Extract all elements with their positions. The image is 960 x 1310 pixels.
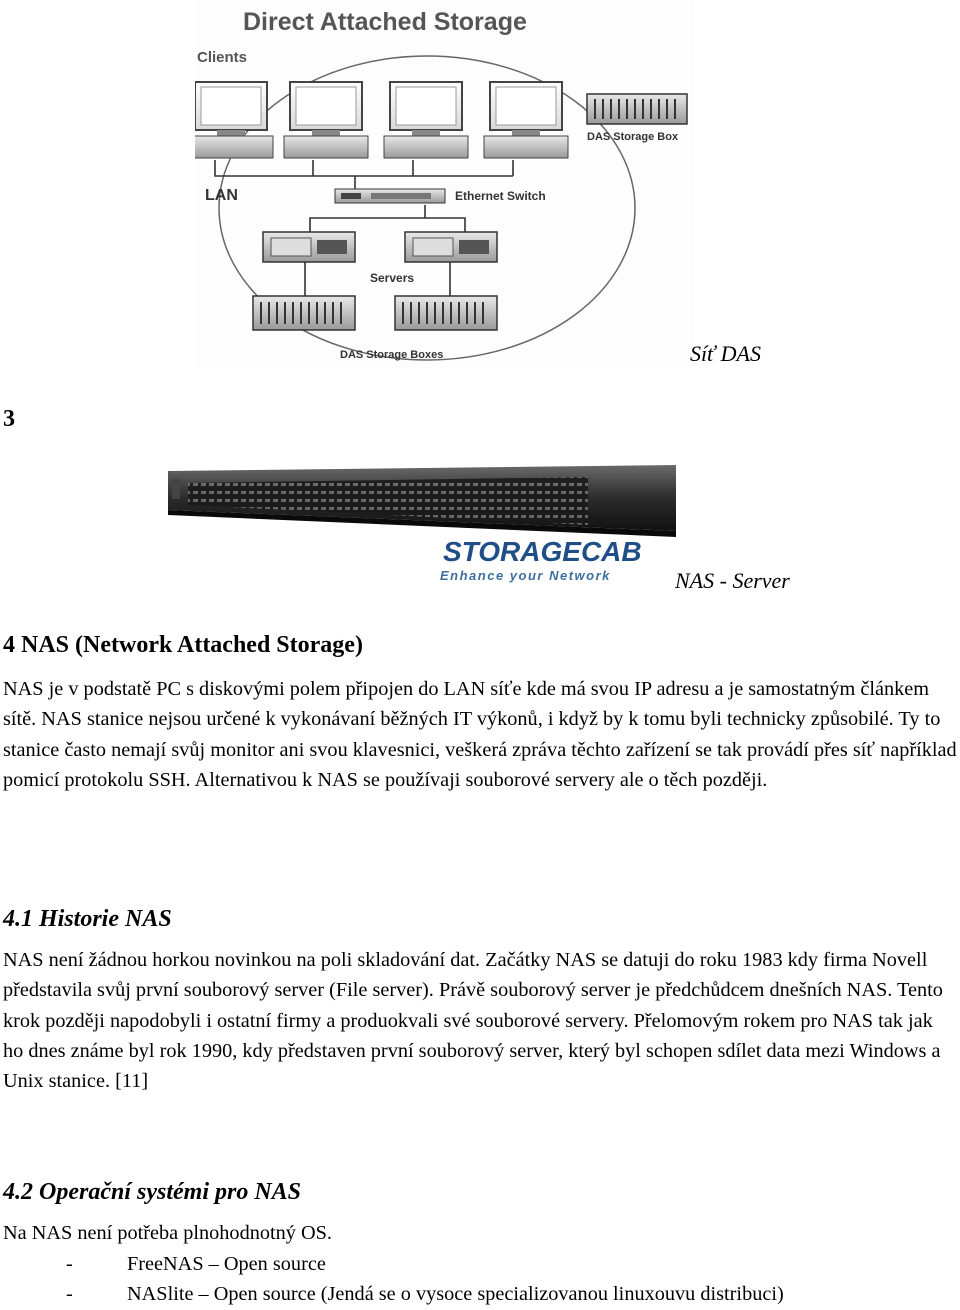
server-unit [262, 231, 356, 263]
history-paragraph: NAS není žádnou horkou novinkou na poli … [3, 949, 943, 1093]
subsection-heading: 4.1 Historie NAS [3, 906, 172, 932]
ethernet-switch-label: Ethernet Switch [455, 189, 546, 203]
client-computer [483, 81, 569, 159]
storagecab-logo: STORAGECAB [443, 536, 642, 567]
das-diagram-figure: Direct Attached Storage Clients [188, 0, 695, 368]
list-dash: - [66, 1253, 73, 1275]
ethernet-switch [334, 188, 446, 204]
list-dash: - [66, 1283, 73, 1306]
das-storage-box [586, 93, 688, 125]
storagecab-tagline: Enhance your Network [440, 568, 611, 583]
client-computer [188, 81, 274, 159]
client-computer [283, 81, 369, 159]
das-storage-box [252, 295, 356, 331]
lan-label: LAN [205, 187, 238, 204]
das-storage-boxes-label: DAS Storage Boxes [340, 349, 443, 361]
page-number: 3 [3, 406, 15, 432]
os-list: - FreeNAS – Open source - NASlite – Open… [0, 1249, 784, 1310]
list-item-text: NASlite – Open source (Jendá se o vysoce… [127, 1283, 784, 1306]
server-unit [404, 231, 498, 263]
server-figure-caption: NAS - Server [675, 568, 790, 593]
nas-server-image: STORAGECAB Enhance your Network [168, 465, 676, 583]
list-item: - NASlite – Open source (Jendá se o vyso… [0, 1279, 784, 1309]
das-storage-box-label: DAS Storage Box [587, 131, 679, 143]
das-storage-box [394, 295, 498, 331]
das-figure-caption: Síť DAS [690, 341, 761, 366]
os-intro: Na NAS není potřeba plnohodnotný OS. [3, 1222, 332, 1244]
diagram-title: Direct Attached Storage [243, 8, 527, 36]
lan-ellipse [218, 55, 636, 361]
subsection-heading: 4.2 Operační systémi pro NAS [3, 1179, 302, 1205]
das-diagram: Direct Attached Storage Clients [188, 8, 688, 361]
list-item: - FreeNAS – Open source [0, 1249, 784, 1279]
server-vents [188, 477, 588, 525]
client-computer [383, 81, 469, 159]
nas-server-figure: STORAGECAB Enhance your Network [168, 465, 676, 590]
servers-label: Servers [370, 271, 414, 285]
section-heading: 4 NAS (Network Attached Storage) [3, 632, 363, 658]
nas-paragraph: NAS je v podstatě PC s diskovými polem p… [3, 678, 957, 791]
list-item-text: FreeNAS – Open source [127, 1253, 326, 1275]
clients-label: Clients [197, 49, 247, 66]
